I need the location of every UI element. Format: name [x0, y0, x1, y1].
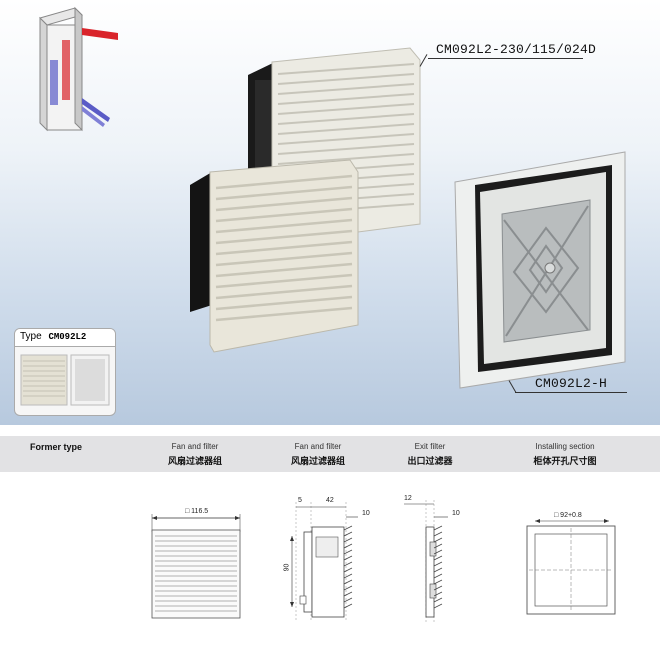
spec-header-bar: Former type Fan and filter 风扇过滤器组 Fan an… [0, 436, 660, 472]
front-view-drawing [151, 514, 241, 619]
dim-side-left: 5 [298, 497, 302, 504]
exit-filter-drawing [404, 500, 448, 622]
technical-drawings [151, 500, 616, 622]
cutout-drawing [526, 519, 616, 615]
type-label: Type [20, 331, 42, 342]
type-thumbnail-image [20, 354, 110, 406]
callout-line-bottom [515, 392, 627, 393]
product-hero: CM092L2-230/115/024D CM092L2-H Type CM09… [0, 0, 660, 425]
hero-illustration [39, 6, 626, 389]
cold-air-arrow-icon [82, 98, 110, 122]
column-exit-filter: Exit filter 出口过滤器 [385, 442, 475, 467]
dim-side-right: 10 [362, 510, 370, 517]
exit-filter-image [454, 151, 626, 389]
column-former-type: Former type [30, 442, 83, 452]
callout-line-top [428, 58, 583, 59]
column-fan-filter-1: Fan and filter 风扇过滤器组 [150, 442, 240, 467]
cabinet-airflow-diagram [39, 6, 118, 132]
dim-front-width: □ 116.5 [185, 508, 209, 515]
type-box: Type CM092L2 [14, 328, 116, 416]
type-box-header: Type CM092L2 [15, 329, 115, 347]
column-installing-section: Installing section 柜体开孔尺寸图 [510, 442, 620, 467]
dim-side-height: 90 [283, 563, 291, 572]
column-en-label: Exit filter [414, 442, 446, 451]
dim-cutout: □ 92+0.8 [554, 512, 582, 519]
dim-exit-right: 10 [452, 510, 460, 517]
model-label-top: CM092L2-230/115/024D [436, 42, 597, 57]
hot-air-arrow-icon [82, 28, 118, 40]
column-en-label: Fan and filter [294, 442, 342, 451]
type-value: CM092L2 [48, 332, 87, 342]
column-cn-label: 风扇过滤器组 [290, 456, 345, 466]
dim-exit-left: 12 [404, 495, 412, 502]
column-en-label: Installing section [535, 442, 595, 451]
column-en-label: Fan and filter [171, 442, 219, 451]
side-view-drawing [290, 502, 358, 622]
model-label-bottom: CM092L2-H [535, 376, 608, 391]
column-fan-filter-2: Fan and filter 风扇过滤器组 [273, 442, 363, 467]
column-cn-label: 出口过滤器 [407, 456, 453, 466]
column-cn-label: 风扇过滤器组 [167, 456, 222, 466]
fan-filter-small-image [190, 159, 359, 353]
column-cn-label: 柜体开孔尺寸图 [533, 456, 597, 466]
dim-side-main: 42 [326, 497, 334, 504]
